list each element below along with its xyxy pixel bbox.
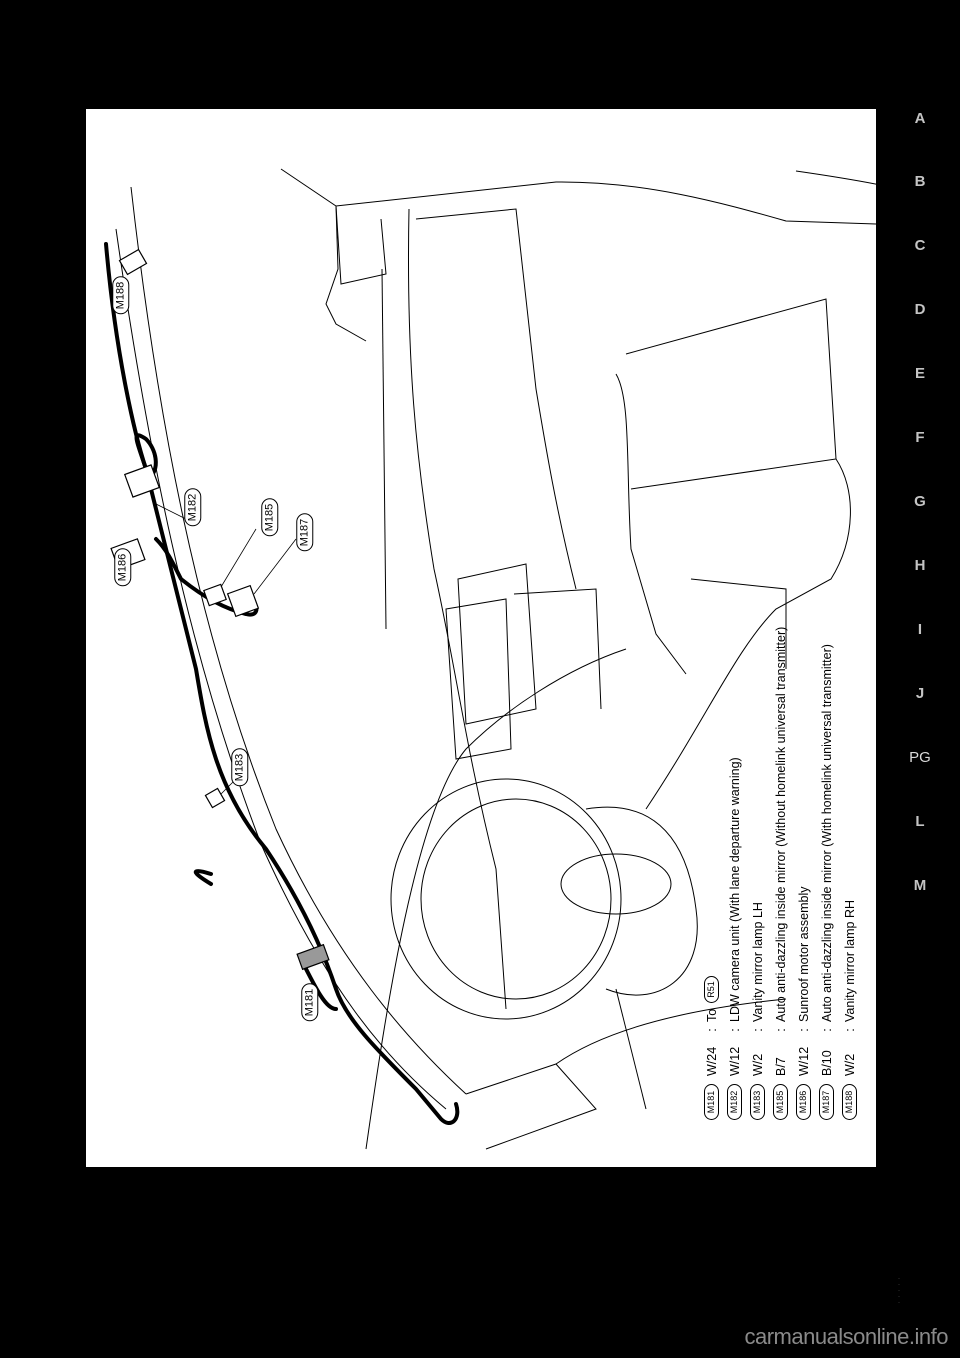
legend-description: To (704, 1008, 719, 1022)
site-watermark: carmanualsonline.info (744, 1324, 948, 1349)
legend-row: M188 W/2 : Vanity mirror lamp RH (838, 620, 861, 1120)
legend-row: M186 W/12 : Sunroof motor assembly (792, 620, 815, 1120)
manual-page-panel: M188 M182 M186 M185 M187 M183 M181 · · ·… (86, 109, 900, 1306)
separator: : (773, 1028, 788, 1032)
reference-connector-pill: R51 (704, 976, 719, 1003)
connector-pill: M181 (704, 1084, 719, 1120)
connector-tag-m182: M182 (184, 488, 202, 527)
connector-pill: M185 (773, 1084, 788, 1120)
wire-spec: B/7 (773, 1057, 788, 1076)
section-tab-m[interactable]: M (913, 877, 927, 894)
section-tab-l[interactable]: L (915, 813, 925, 830)
section-tab-j[interactable]: J (915, 685, 925, 702)
connector-legend: M181 W/24 : To R51 M182 W/12 : LDW camer… (700, 620, 861, 1120)
connector-pill: M183 (750, 1084, 765, 1120)
legend-description: Sunroof motor assembly (796, 886, 811, 1022)
section-tab-e[interactable]: E (914, 365, 925, 382)
wire-spec: W/12 (796, 1046, 811, 1076)
section-tab-b[interactable]: B (914, 173, 926, 190)
separator: : (704, 1028, 719, 1032)
connector-pill: M187 (819, 1084, 834, 1120)
separator: : (727, 1028, 742, 1032)
legend-row: M185 B/7 : Auto anti-dazzling inside mir… (769, 620, 792, 1120)
wire-spec: W/24 (704, 1046, 719, 1076)
connector-tag-m181: M181 (301, 983, 319, 1022)
connector-pill: M186 (796, 1084, 811, 1120)
section-tab-h[interactable]: H (914, 557, 926, 574)
connector-pill: M188 (842, 1084, 857, 1120)
section-tab-f[interactable]: F (915, 429, 925, 446)
wire-spec: W/2 (750, 1053, 765, 1076)
separator: : (750, 1028, 765, 1032)
legend-row: M183 W/2 : Vanity mirror lamp LH (746, 620, 769, 1120)
legend-description: Auto anti-dazzling inside mirror (With h… (819, 644, 834, 1022)
section-tab-d[interactable]: D (914, 301, 926, 318)
legend-description: LDW camera unit (With lane departure war… (727, 757, 742, 1022)
figure-code: · · · · · (898, 1276, 901, 1306)
section-index: A B C D E F G H I J PG L M (880, 100, 960, 920)
section-tab-i[interactable]: I (917, 621, 923, 638)
separator: : (796, 1028, 811, 1032)
section-tab-pg-current[interactable]: PG (909, 749, 931, 766)
legend-description: Vanity mirror lamp LH (750, 902, 765, 1022)
harness-layout-diagram (104, 168, 876, 1150)
section-tab-a[interactable]: A (914, 110, 926, 127)
separator: : (842, 1028, 857, 1032)
legend-row: M182 W/12 : LDW camera unit (With lane d… (723, 620, 746, 1120)
wire-spec: W/12 (727, 1046, 742, 1076)
section-tab-c[interactable]: C (914, 237, 926, 254)
wire-spec: B/10 (819, 1050, 834, 1076)
legend-description: Vanity mirror lamp RH (842, 899, 857, 1022)
connector-pill: M182 (727, 1084, 742, 1120)
legend-row: M181 W/24 : To R51 (700, 620, 723, 1120)
connector-tag-m183: M183 (231, 748, 249, 787)
legend-description: Auto anti-dazzling inside mirror (Withou… (773, 626, 788, 1022)
legend-row: M187 B/10 : Auto anti-dazzling inside mi… (815, 620, 838, 1120)
separator: : (819, 1028, 834, 1032)
connector-tag-m188: M188 (112, 276, 130, 315)
section-tab-g[interactable]: G (914, 493, 926, 510)
connector-tag-m186: M186 (114, 548, 132, 587)
connector-tag-m187: M187 (296, 513, 314, 552)
wire-spec: W/2 (842, 1053, 857, 1076)
connector-tag-m185: M185 (261, 498, 279, 537)
